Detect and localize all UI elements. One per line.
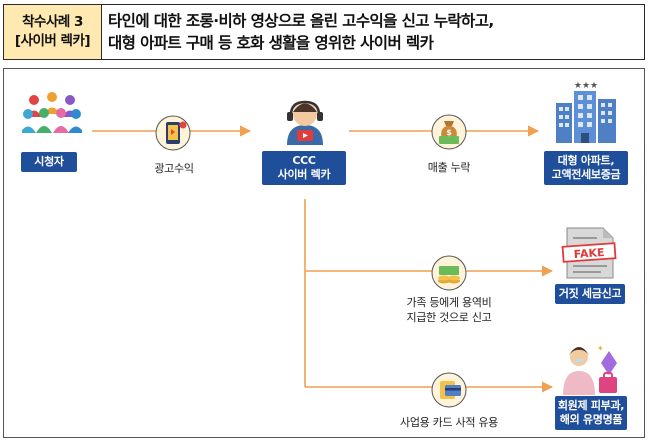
apartment-label-line1: 대형 아파트, [557,154,615,167]
case-tag: 착수사례 3 [사이버 렉카] [4,5,102,59]
svg-text:✦: ✦ [597,344,604,353]
case-title: 타인에 대한 조롱·비하 영상으로 올린 고수익을 신고 누락하고, 대형 아파… [102,5,644,59]
crowd-icon [22,92,82,133]
apartment-building-icon: ★★★ [556,81,616,143]
youtuber-icon [287,100,323,145]
family-payment-line2: 지급한 것으로 신고 [406,311,492,324]
case-tag-line2: [사이버 렉카] [14,33,91,49]
ad-revenue-label: 광고수익 [154,162,194,175]
fake-tax-label: 거짓 세금신고 [558,287,622,300]
svg-text:★★★: ★★★ [574,81,598,91]
card-payment-icon [431,372,467,408]
fake-document-icon: FAKE [561,227,617,279]
ccc-label-line2: 사이버 렉카 [277,168,331,181]
flow-arrows [92,125,554,393]
apartment-badge: 대형 아파트, 고액전세보증금 [544,151,628,185]
fake-tax-badge: 거짓 세금신고 [555,284,625,304]
luxury-icon: ✦ [563,344,617,395]
card-use-label: 사업용 카드 사적 유용 [400,416,498,429]
svg-text:$: $ [446,128,452,137]
case-tag-line1: 착수사례 3 [22,14,83,30]
luxury-label-line1: 회원제 피부과, [557,399,625,412]
luxury-label-line2: 해외 유명명품 [559,413,623,426]
family-payment-label: 가족 등에게 용역비 지급한 것으로 신고 [389,295,509,325]
flow-diagram: 시청자 광고수익 CCC 사이버 렉카 $ 매출 누락 ★★★ [3,68,645,438]
phone-ad-icon [155,115,191,151]
case-title-line2: 대형 아파트 구매 등 호화 생활을 영위한 사이버 렉카 [108,34,434,52]
money-bag-icon: $ [431,114,467,150]
fake-stamp-text: FAKE [573,246,605,261]
case-title-line1: 타인에 대한 조롱·비하 영상으로 올린 고수익을 신고 누락하고, [108,12,494,30]
coins-cash-icon [431,255,467,291]
ccc-badge: CCC 사이버 렉카 [262,151,346,185]
sales-omission-label: 매출 누락 [427,161,471,174]
viewers-label: 시청자 [34,155,64,168]
family-payment-line1: 가족 등에게 용역비 [406,296,492,309]
ccc-label-line1: CCC [292,154,316,167]
case-header: 착수사례 3 [사이버 렉카] 타인에 대한 조롱·비하 영상으로 올린 고수익… [3,4,645,60]
apartment-label-line2: 고액전세보증금 [551,168,621,181]
viewers-badge: 시청자 [21,152,77,172]
luxury-badge: 회원제 피부과, 해외 유명명품 [555,396,627,430]
